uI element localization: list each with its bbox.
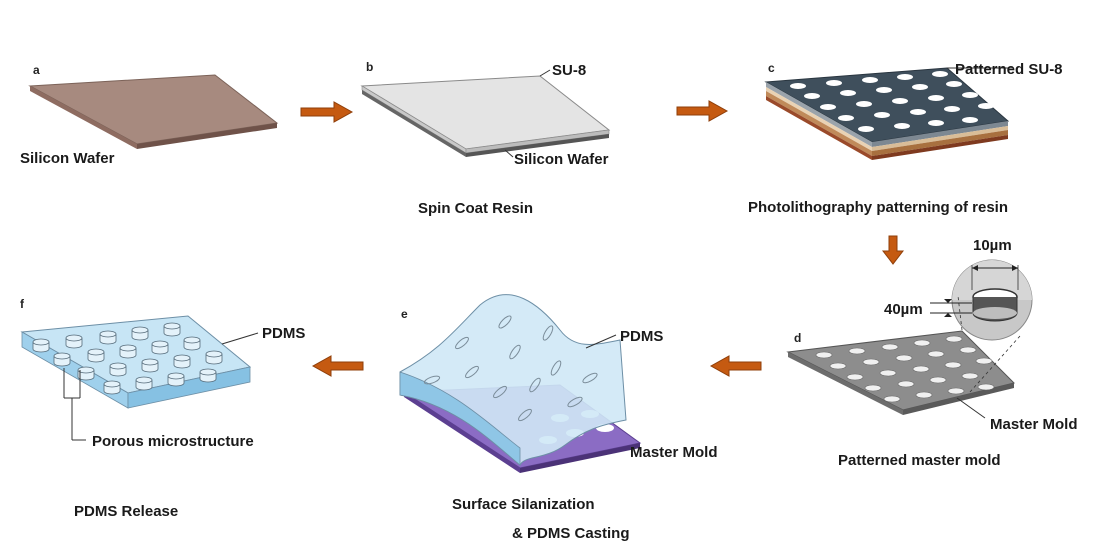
- process-arrow-b-to-c: [676, 100, 729, 122]
- panel-c-letter: c: [768, 61, 775, 75]
- silicon-wafer-leader-line: [504, 149, 514, 158]
- width-dimension-label: 10µm: [973, 237, 1012, 254]
- panel-e: e: [399, 294, 718, 542]
- panel-a: a Silicon Wafer: [20, 63, 279, 167]
- patterned-su8-label: Patterned SU-8: [955, 61, 1063, 78]
- patterned-holes: [790, 71, 994, 132]
- su8-coated-wafer: [360, 75, 611, 157]
- panel-d-letter: d: [794, 331, 801, 345]
- porous-microstructure-label: Porous microstructure: [92, 433, 254, 450]
- height-dimension-label: 40µm: [884, 301, 923, 318]
- process-arrow-a-to-b: [300, 101, 354, 123]
- silanization-caption-line1: Surface Silanization: [452, 496, 595, 513]
- porous-pdms-slab: [20, 315, 252, 409]
- panel-b-letter: b: [366, 60, 373, 74]
- panel-e-letter: e: [401, 307, 408, 321]
- silanization-caption-line2: & PDMS Casting: [512, 525, 630, 542]
- process-arrow-e-to-f: [311, 355, 364, 377]
- patterned-su8-stack: [764, 67, 1010, 160]
- master-mold-label-d: Master Mold: [990, 416, 1078, 433]
- panel-d: d: [786, 237, 1078, 469]
- photolithography-caption: Photolithography patterning of resin: [748, 199, 1008, 216]
- zoom-guide-right: [969, 335, 1021, 393]
- height-dimension-marker: [930, 299, 972, 317]
- pdms-leader-line-e: [585, 334, 617, 349]
- pdms-layer-curved: [399, 294, 627, 466]
- panel-f-letter: f: [20, 297, 25, 311]
- su8-leader-line: [539, 69, 551, 77]
- pdms-label-f: PDMS: [262, 325, 305, 342]
- silicon-wafer-plate: [28, 74, 279, 149]
- silicon-wafer-label-b: Silicon Wafer: [514, 151, 609, 168]
- panel-f: f: [20, 297, 305, 520]
- pdms-leader-line-f: [221, 332, 259, 345]
- panel-b: b SU-8 Silicon Wafer Spin Coat Resin: [360, 60, 611, 217]
- master-mold-plate: [786, 330, 1015, 415]
- microstructure-bracket: [63, 368, 86, 441]
- process-arrow-d-to-e: [709, 355, 762, 377]
- width-dimension-marker: [972, 265, 1018, 271]
- silicon-wafer-label: Silicon Wafer: [20, 150, 115, 167]
- mold-pillars: [815, 335, 995, 403]
- pillar-zoom-inset: [951, 259, 1033, 341]
- patterned-master-mold-caption: Patterned master mold: [838, 452, 1001, 469]
- panel-c: c Patterned SU-8 Photolithography patter…: [748, 61, 1063, 216]
- process-arrow-c-to-d: [881, 235, 905, 265]
- pdms-label-e: PDMS: [620, 328, 663, 345]
- master-mold-leader-line: [956, 397, 986, 419]
- su8-label: SU-8: [552, 62, 586, 79]
- master-mold-label-e: Master Mold: [630, 444, 718, 461]
- spin-coat-caption: Spin Coat Resin: [418, 200, 533, 217]
- panel-a-letter: a: [33, 63, 40, 77]
- pdms-release-caption: PDMS Release: [74, 503, 178, 520]
